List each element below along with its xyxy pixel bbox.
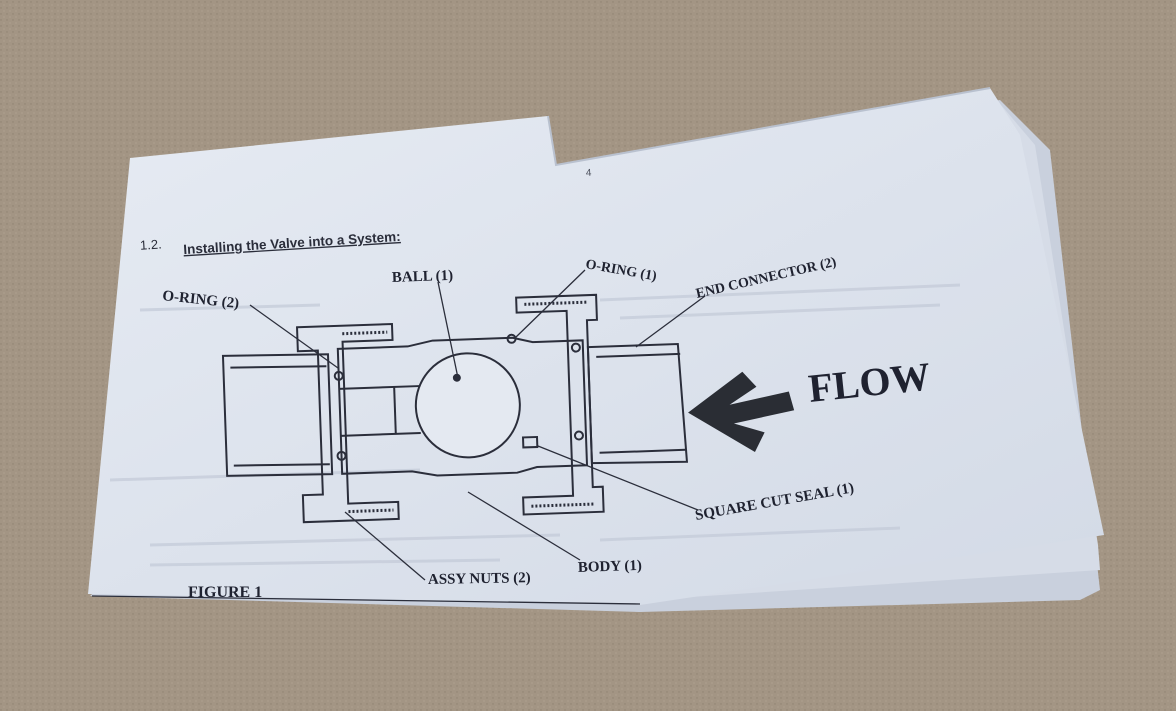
paper-fold-shadow	[547, 87, 991, 167]
bleed-through-text	[109, 283, 961, 567]
figure-caption: FIGURE 1	[188, 584, 262, 601]
end-connector	[586, 342, 689, 465]
page-number: 4	[586, 168, 593, 179]
o-ring-right	[506, 333, 517, 344]
square-cut-seal	[521, 435, 539, 449]
label-ball: BALL (1)	[392, 268, 454, 286]
label-body: BODY (1)	[578, 558, 643, 576]
left-assy-nut	[295, 322, 400, 524]
left-pipe	[221, 353, 334, 477]
o-ring-left	[333, 370, 344, 381]
right-assy-nut	[515, 293, 605, 516]
valve-diagram	[221, 293, 689, 524]
valve-ball	[414, 352, 521, 459]
leader-lines	[249, 269, 706, 581]
section-number: 1.2.	[140, 236, 163, 252]
caption-rule	[91, 595, 641, 605]
label-assy-nuts: ASSY NUTS (2)	[428, 570, 531, 588]
flow-arrow	[688, 371, 795, 453]
